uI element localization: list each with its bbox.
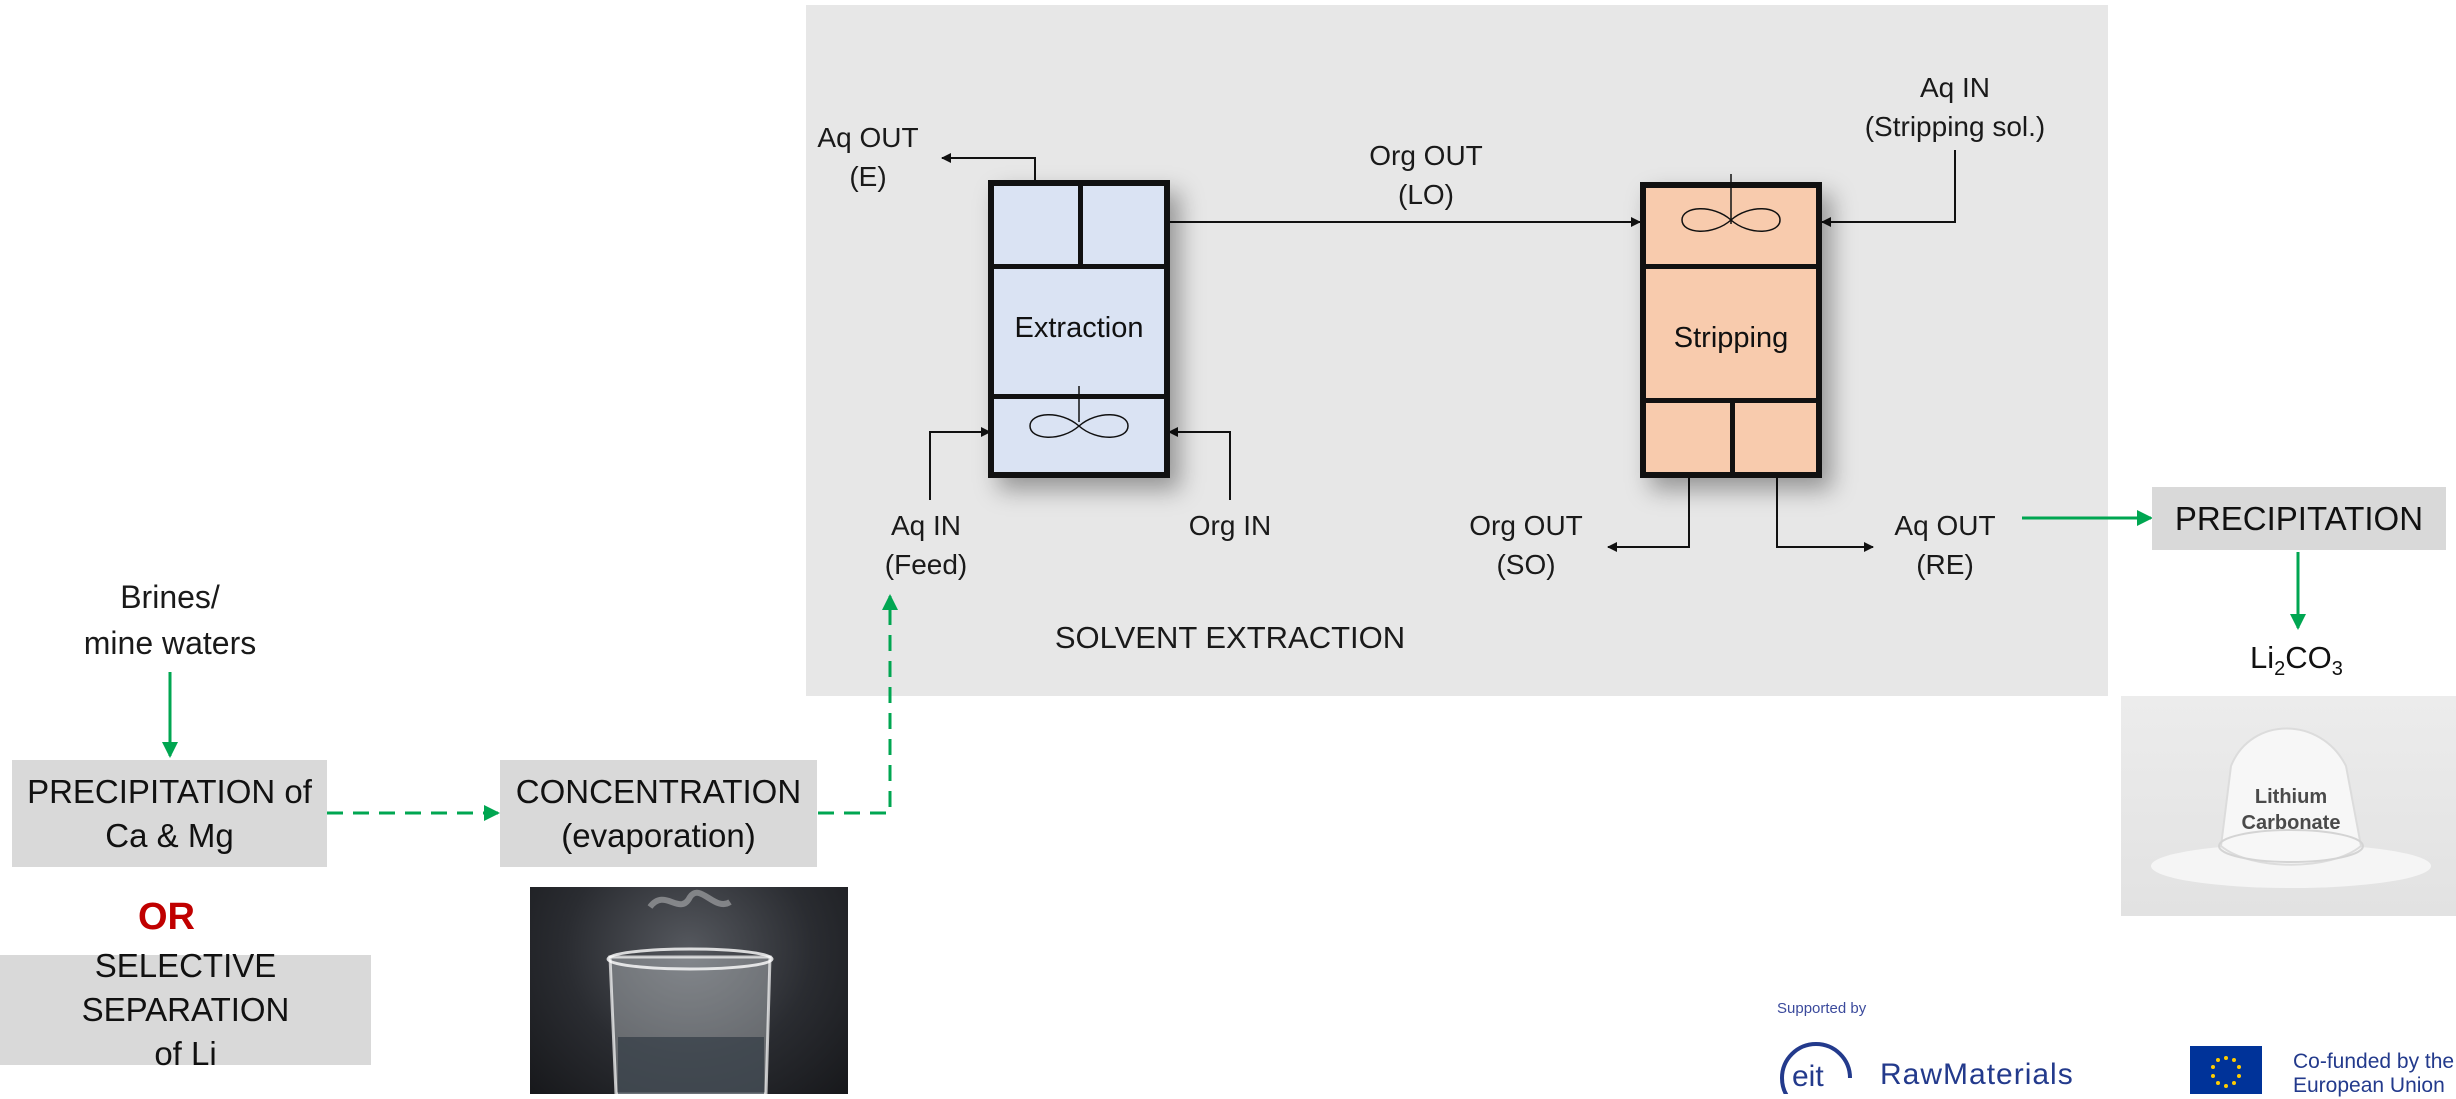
evaporating-beaker-photo: [530, 887, 848, 1094]
stream-org-out-so: [1608, 478, 1689, 547]
mixer-impeller-icon: [1016, 386, 1142, 466]
label-org-in: Org IN: [1170, 506, 1290, 545]
flow-concentration-to-feed: [818, 596, 890, 813]
label-aq-in-stripping: Aq IN(Stripping sol.): [1845, 68, 2065, 146]
supported-by-label: Supported by: [1777, 1000, 1866, 1017]
precipitation-box: PRECIPITATION: [2152, 487, 2446, 550]
solvent-extraction-title: SOLVENT EXTRACTION: [1040, 618, 1420, 657]
concentration-box: CONCENTRATION(evaporation): [500, 760, 817, 867]
extraction-label: Extraction: [994, 312, 1164, 345]
label-aq-out-e: Aq OUT(E): [808, 118, 928, 196]
rawmaterials-text: RawMaterials: [1880, 1058, 2074, 1092]
eit-logo-icon: eit: [1776, 1040, 1856, 1094]
label-org-out-so: Org OUT(SO): [1456, 506, 1596, 584]
label-org-out-lo: Org OUT(LO): [1346, 136, 1506, 214]
stripping-unit: Stripping: [1640, 182, 1822, 478]
li2co3-formula: Li2CO3: [2250, 640, 2343, 681]
stream-aq-in-feed: [930, 432, 990, 500]
beaker-icon: [530, 887, 848, 1094]
source-brines-label: Brines/mine waters: [40, 574, 300, 666]
label-aq-out-re: Aq OUT(RE): [1885, 506, 2005, 584]
eit-rawmaterials-logo: eit RawMaterials: [1776, 1040, 2106, 1094]
mixer-impeller-icon: [1668, 174, 1794, 254]
stream-aq-out-e: [942, 158, 1035, 180]
label-aq-in-feed: Aq IN(Feed): [866, 506, 986, 584]
extraction-unit: Extraction: [988, 180, 1170, 478]
stream-aq-in-strip: [1822, 150, 1955, 222]
stream-org-in: [1169, 432, 1230, 500]
or-label: OR: [138, 896, 195, 939]
stream-aq-out-re: [1777, 478, 1873, 547]
eit-text: eit: [1792, 1060, 1824, 1093]
eu-flag-icon: [2190, 1046, 2262, 1094]
stripping-label: Stripping: [1646, 322, 1816, 355]
